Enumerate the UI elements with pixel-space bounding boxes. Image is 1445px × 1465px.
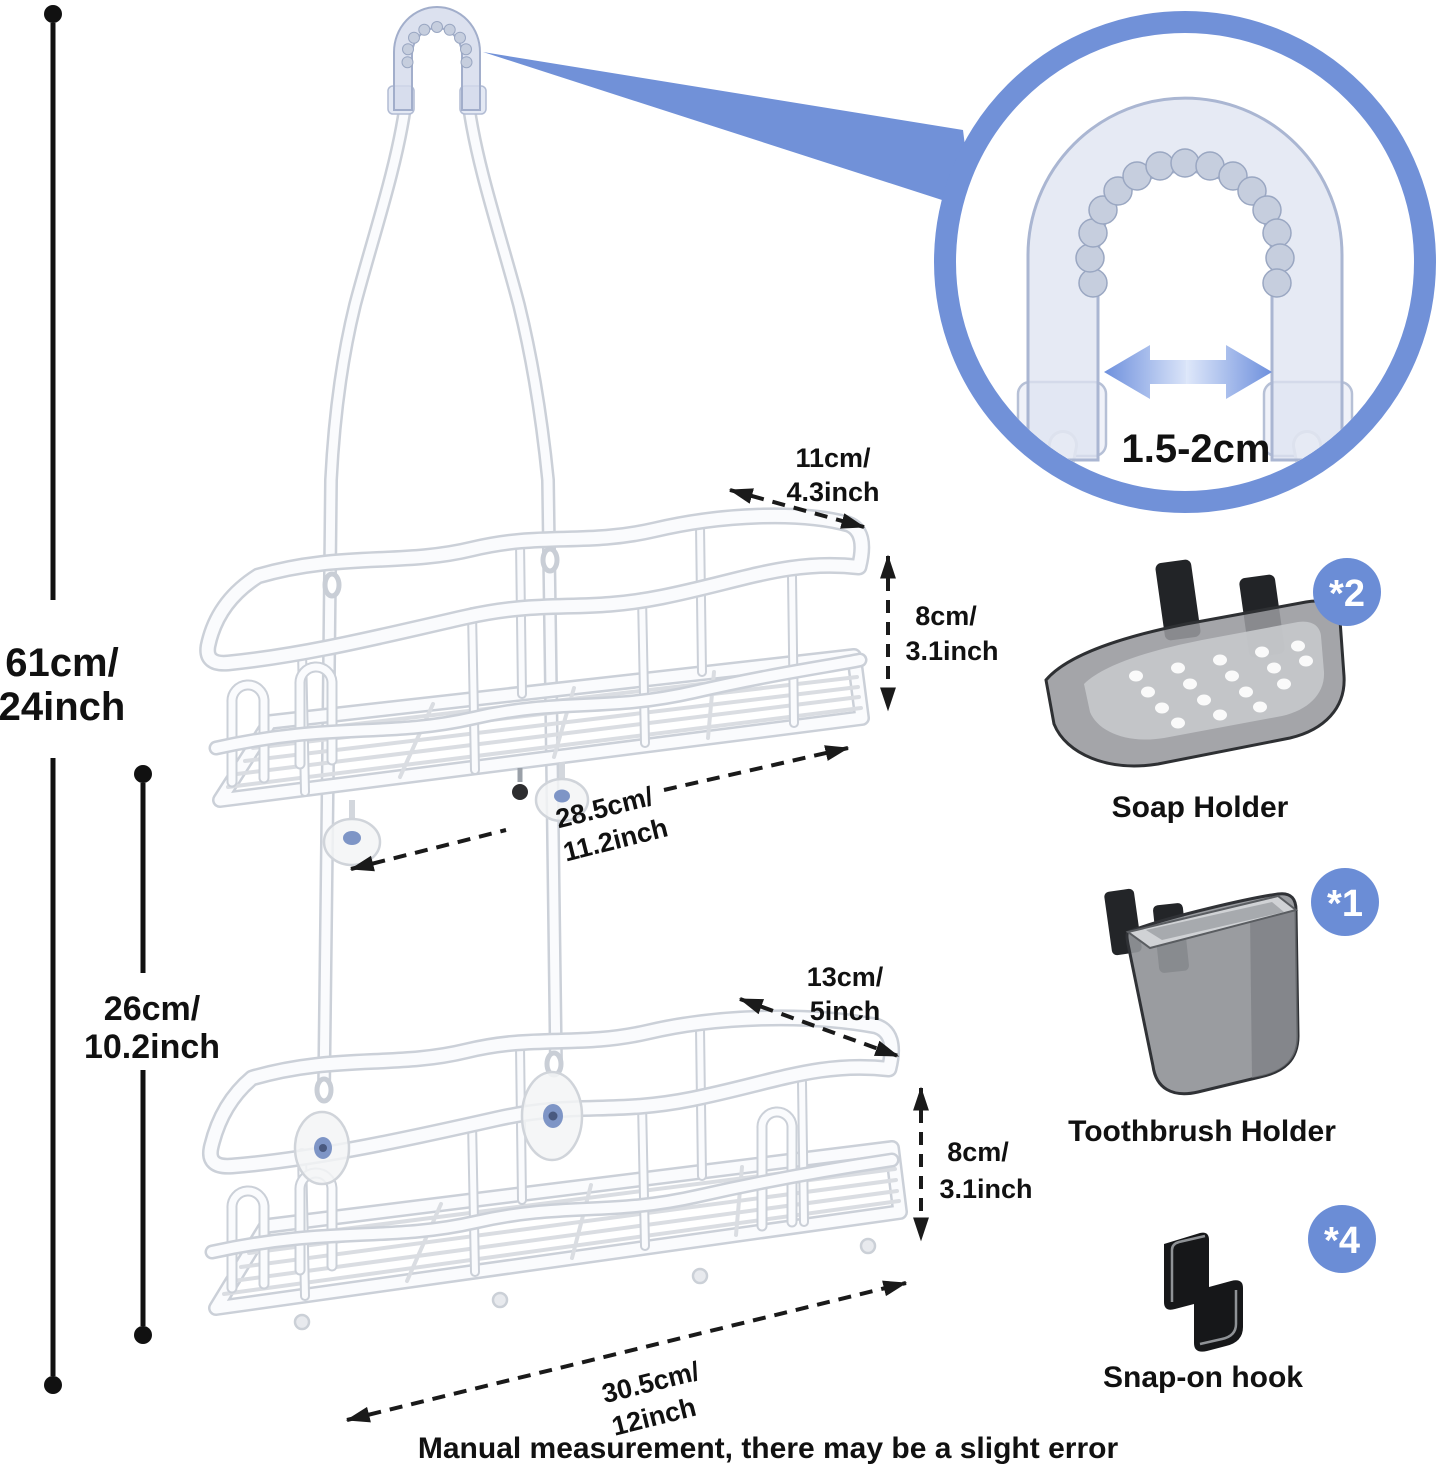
upper-depth-line2: 4.3inch bbox=[786, 477, 879, 507]
quantity-badge bbox=[1313, 558, 1381, 626]
quantity-badge bbox=[1311, 868, 1379, 936]
measurement-disclaimer: Manual measurement, there may be a sligh… bbox=[418, 1432, 1119, 1465]
lower-depth-line1: 13cm/ bbox=[807, 962, 884, 992]
suction-cups bbox=[293, 762, 590, 1186]
lower-depth-line2: 5inch bbox=[810, 996, 881, 1026]
basket-knob bbox=[512, 784, 528, 800]
snap-on-hook-quantity: *4 bbox=[1324, 1220, 1360, 1262]
hook-clamp-range-label: 1.5-2cm bbox=[1122, 427, 1271, 471]
soap-holder-item: *2 Soap Holder bbox=[1044, 558, 1381, 824]
total-height-label-line1: 61cm/ bbox=[5, 641, 118, 685]
snap-on-hook-item: *4 Snap-on hook bbox=[1103, 1205, 1376, 1394]
lower-height-line1: 8cm/ bbox=[947, 1137, 1009, 1167]
upper-height-line1: 8cm/ bbox=[915, 601, 977, 631]
magnifier-beam bbox=[483, 52, 973, 210]
total-height-label-line2: 24inch bbox=[0, 685, 125, 729]
toothbrush-holder-image bbox=[1104, 888, 1300, 1096]
tier-gap-label-line1: 26cm/ bbox=[104, 990, 201, 1028]
expand-right-arrow-icon bbox=[1186, 345, 1272, 399]
toothbrush-holder-item: *1 Toothbrush Holder bbox=[1068, 868, 1379, 1148]
quantity-badge bbox=[1308, 1205, 1376, 1273]
total-height-measure: 61cm/ 24inch bbox=[0, 5, 125, 1394]
hanger-hook bbox=[387, 6, 487, 115]
tier-gap-measure: 26cm/ 10.2inch bbox=[84, 765, 220, 1344]
upper-height-line2: 3.1inch bbox=[905, 636, 998, 666]
expand-left-arrow-icon bbox=[1104, 345, 1190, 399]
soap-holder-image bbox=[1044, 559, 1346, 768]
soap-holder-quantity: *2 bbox=[1329, 573, 1365, 615]
snap-on-hook-image bbox=[1164, 1232, 1243, 1352]
toothbrush-holder-quantity: *1 bbox=[1327, 883, 1363, 925]
toothbrush-holder-label: Toothbrush Holder bbox=[1068, 1115, 1336, 1148]
tier-gap-label-line2: 10.2inch bbox=[84, 1028, 220, 1066]
lower-height-line2: 3.1inch bbox=[939, 1174, 1032, 1204]
upper-basket bbox=[208, 516, 862, 800]
upper-depth-line1: 11cm/ bbox=[795, 443, 871, 473]
soap-holder-label: Soap Holder bbox=[1112, 791, 1289, 824]
snap-on-hook-label: Snap-on hook bbox=[1103, 1361, 1303, 1394]
